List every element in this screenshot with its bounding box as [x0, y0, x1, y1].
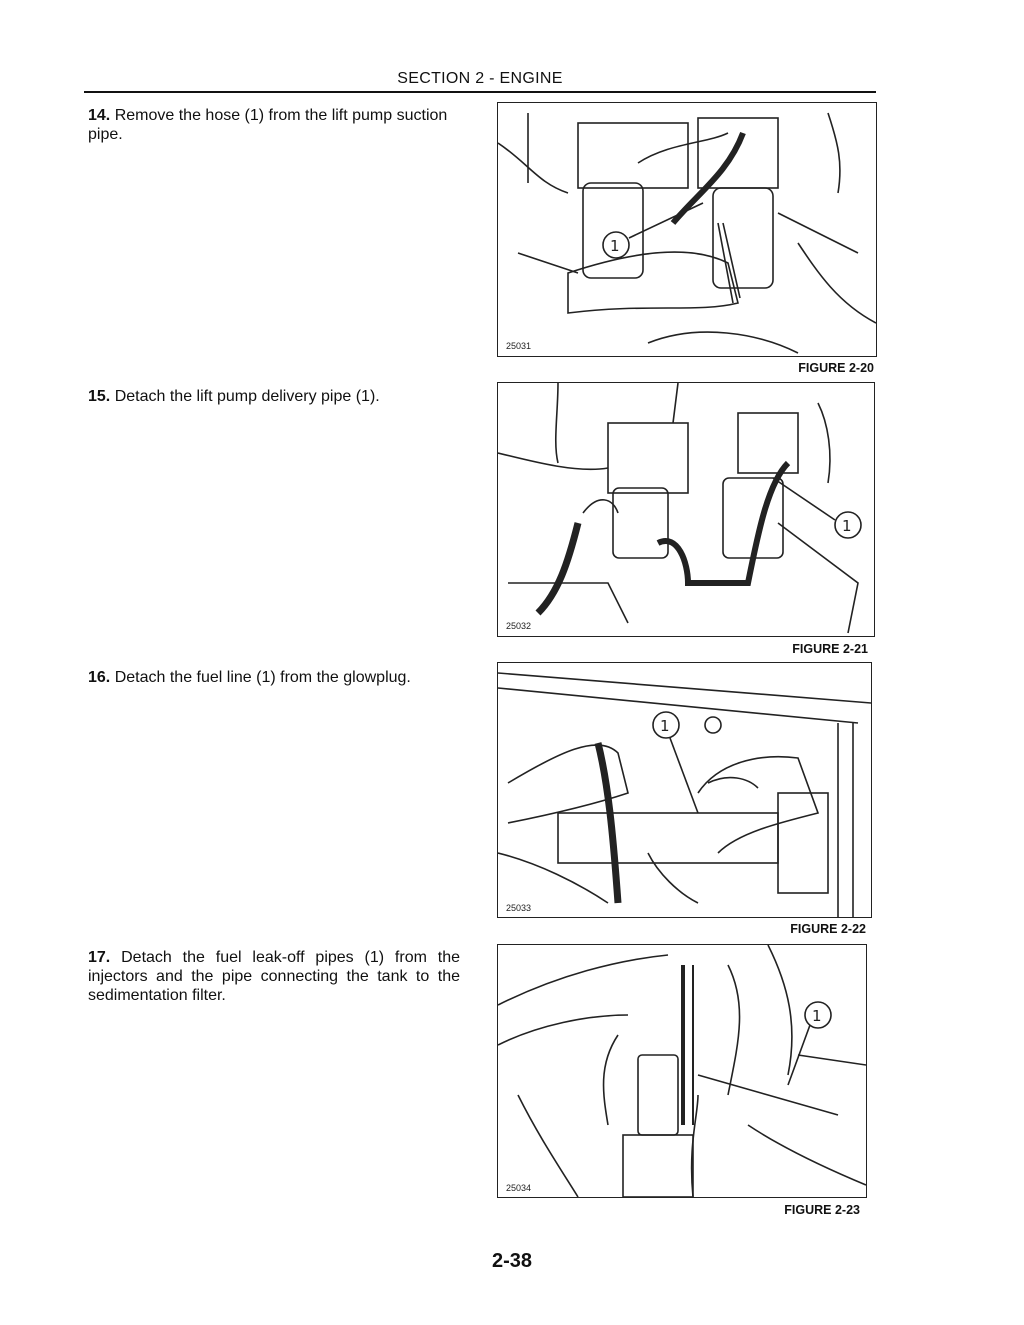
page-number: 2-38 [491, 1250, 533, 1272]
callout-1: 1 [842, 517, 852, 535]
step-text: Detach the fuel leak-off pipes (1) from … [88, 949, 461, 1004]
engine-illustration: 1 [498, 383, 862, 634]
figure-2-22-illustration: 1 25033 [497, 662, 872, 918]
callout-1: 1 [610, 237, 620, 255]
figure-caption: FIGURE 2-21 [792, 642, 868, 656]
engine-illustration: 1 [498, 672, 871, 917]
figure-2-21-illustration: 1 25032 [497, 382, 875, 637]
step-text: Detach the lift pump delivery pipe (1). [114, 388, 380, 405]
engine-illustration: 1 [498, 945, 866, 1197]
callout-1: 1 [660, 717, 670, 735]
figure-2-20-illustration: 1 25031 [497, 102, 877, 357]
image-number: 25032 [506, 621, 532, 631]
step-17: 17. Detach the fuel leak-off pipes (1) f… [88, 948, 460, 1005]
figure-caption: FIGURE 2-23 [784, 1203, 860, 1217]
image-number: 25034 [506, 1183, 532, 1193]
step-number: 16. [88, 669, 111, 686]
image-number: 25033 [506, 903, 532, 913]
step-number: 15. [88, 388, 111, 405]
step-16: 16. Detach the fuel line (1) from the gl… [88, 668, 460, 687]
figure-caption: FIGURE 2-22 [790, 922, 866, 936]
figure-2-23-illustration: 1 25034 [497, 944, 867, 1198]
step-text: Detach the fuel line (1) from the glowpl… [114, 669, 411, 686]
figure-caption: FIGURE 2-20 [798, 361, 874, 375]
header-rule [84, 91, 876, 93]
step-14: 14. Remove the hose (1) from the lift pu… [88, 106, 460, 144]
step-15: 15. Detach the lift pump delivery pipe (… [88, 387, 460, 406]
callout-1: 1 [812, 1007, 822, 1025]
section-header: SECTION 2 - ENGINE [397, 70, 563, 87]
image-number: 25031 [506, 341, 532, 351]
step-text: Remove the hose (1) from the lift pump s… [88, 107, 448, 143]
step-number: 17. [88, 949, 111, 966]
step-number: 14. [88, 107, 111, 124]
engine-illustration: 1 [498, 112, 876, 354]
